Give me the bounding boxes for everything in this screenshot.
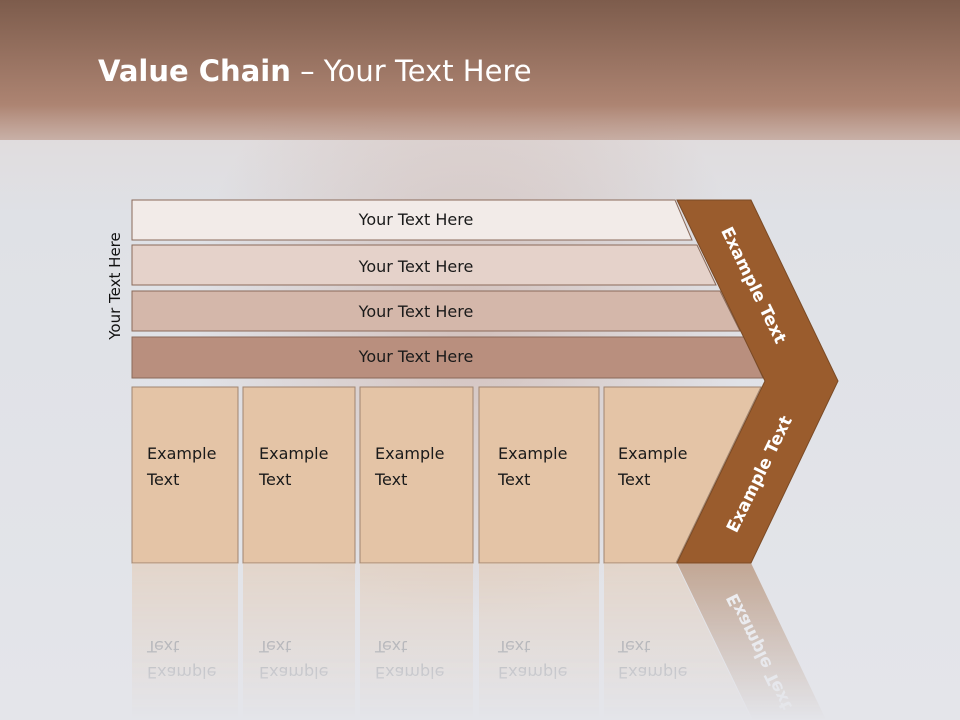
box-4-line1: Example — [498, 444, 567, 463]
reflection-box-5 — [604, 563, 752, 720]
box-4-line2: Text — [497, 470, 530, 489]
reflection-box-2-line1: Example — [259, 663, 328, 682]
reflection-box-1-line2: Text — [146, 637, 179, 656]
reflection-box-2 — [243, 563, 355, 720]
boxes-group: Example Text Example Text Example Text E… — [131, 386, 762, 564]
box-5-line2: Text — [617, 470, 650, 489]
reflection-box-3-line1: Example — [375, 663, 444, 682]
bar-3-label: Your Text Here — [358, 302, 474, 321]
bar-3[interactable] — [131, 290, 741, 332]
box-4[interactable] — [478, 386, 600, 564]
reflection-box-4-line1: Example — [498, 663, 567, 682]
reflection: Example Text Example Text Example Text E… — [132, 563, 827, 720]
box-5-line1: Example — [618, 444, 687, 463]
bar-4-label: Your Text Here — [358, 347, 474, 366]
bar-1-label: Your Text Here — [358, 210, 474, 229]
bar-1[interactable] — [131, 199, 693, 241]
box-1[interactable] — [131, 386, 239, 564]
bar-2[interactable] — [131, 244, 717, 286]
bars-group: Your Text Here Your Text Here Your Text … — [131, 199, 764, 379]
reflection-box-5-line1: Example — [618, 663, 687, 682]
bar-2-label: Your Text Here — [358, 257, 474, 276]
reflection-box-1-line1: Example — [147, 663, 216, 682]
box-1-line2: Text — [146, 470, 179, 489]
box-3-line2: Text — [374, 470, 407, 489]
reflection-box-4 — [479, 563, 599, 720]
reflection-box-4-line2: Text — [497, 637, 530, 656]
reflection-box-2-line2: Text — [258, 637, 291, 656]
reflection-box-1 — [132, 563, 238, 720]
box-2-line1: Example — [259, 444, 328, 463]
box-1-line1: Example — [147, 444, 216, 463]
box-3[interactable] — [359, 386, 474, 564]
reflection-box-3-line2: Text — [374, 637, 407, 656]
title-rest: – Your Text Here — [290, 54, 532, 88]
page-title: Value Chain – Your Text Here — [98, 54, 532, 88]
title-bold: Value Chain — [98, 54, 291, 88]
box-3-line1: Example — [375, 444, 444, 463]
reflection-box-3 — [360, 563, 473, 720]
box-2[interactable] — [242, 386, 356, 564]
reflection-box-5-line2: Text — [617, 637, 650, 656]
reflection-chevron — [677, 563, 827, 720]
box-2-line2: Text — [258, 470, 291, 489]
